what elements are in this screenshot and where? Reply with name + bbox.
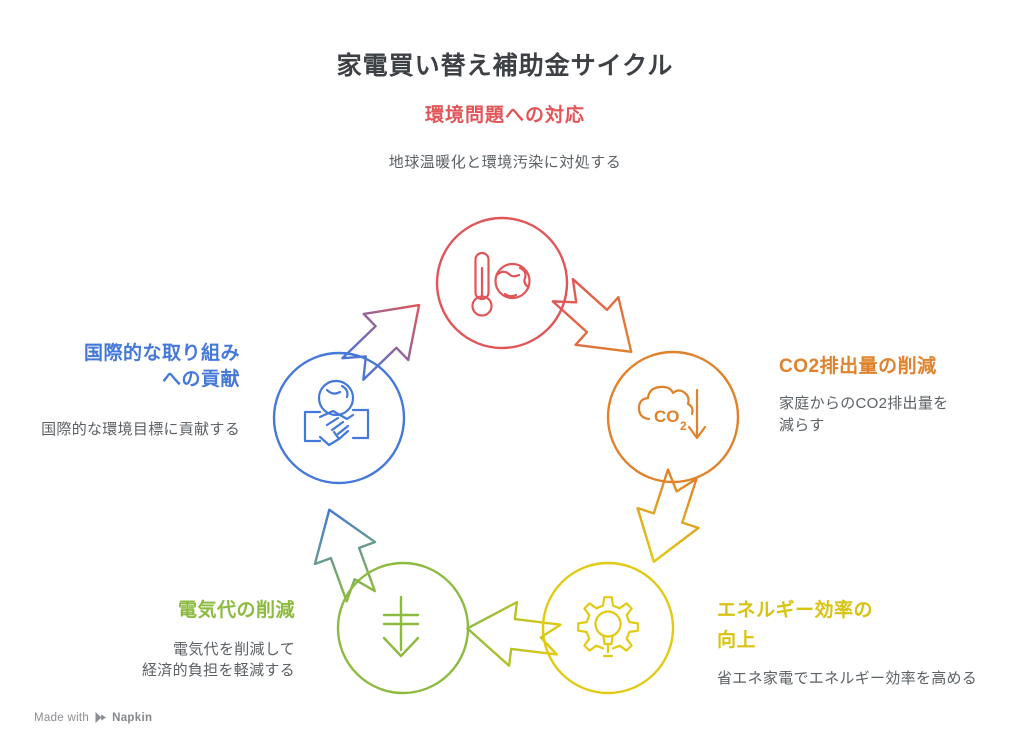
node-description-text: 電気代を削減して 経済的負担を軽減する xyxy=(141,641,295,679)
node-label-text: CO2排出量の削減 xyxy=(779,356,937,377)
arrow-co2-to-energy xyxy=(636,468,700,563)
node-circle-electricity-cost xyxy=(336,561,470,695)
node-description-text: 家庭からのCO2排出量を 減らす xyxy=(779,395,949,434)
co2-cloud-arrow-icon: CO 2 xyxy=(637,385,707,440)
made-with-label: Made with xyxy=(34,711,90,724)
node-label-text: 国際的な取り組み への貢献 xyxy=(83,343,240,390)
arrow-energy-to-cost xyxy=(466,601,562,667)
node-circle-energy-efficiency xyxy=(541,561,675,695)
node-label-text: 環境問題への対応 xyxy=(424,105,585,126)
co2-icon-label: CO xyxy=(654,407,680,426)
cost-down-arrow-icon xyxy=(382,595,420,658)
arrow-cost-to-international xyxy=(313,508,377,603)
node-circle-international xyxy=(272,351,406,485)
node-label-electricity-cost: 電気代の削減 電気代を削減して 経済的負担を軽減する xyxy=(65,598,295,681)
node-label-international: 国際的な取り組み への貢献 国際的な環境目標に貢献する xyxy=(0,341,240,441)
node-description-text: 国際的な環境目標に貢献する xyxy=(41,421,240,438)
node-label-co2-reduction: CO2排出量の削減 家庭からのCO2排出量を 減らす xyxy=(779,354,999,437)
napkin-watermark[interactable]: Made with Napkin xyxy=(34,711,152,724)
node-circle-co2-reduction xyxy=(606,350,740,484)
arrow-environment-to-co2 xyxy=(551,277,633,353)
handshake-globe-icon xyxy=(303,379,370,447)
napkin-logo-icon xyxy=(95,712,107,723)
co2-icon-subscript: 2 xyxy=(680,419,687,433)
node-label-environment-response: 環境問題への対応 地球温暖化と環境汚染に対処する xyxy=(0,100,1010,172)
node-label-energy-efficiency: エネルギー効率の 向上 省エネ家電でエネルギー効率を高める xyxy=(717,596,997,690)
arrow-international-to-environment xyxy=(341,303,421,381)
node-description-text: 省エネ家電でエネルギー効率を高める xyxy=(717,670,978,687)
node-label-text: 電気代の削減 xyxy=(177,600,295,621)
diagram-title: 家電買い替え補助金サイクル xyxy=(336,52,674,80)
brand-label: Napkin xyxy=(112,711,153,724)
node-label-text: エネルギー効率の 向上 xyxy=(717,600,874,651)
node-description-text: 地球温暖化と環境汚染に対処する xyxy=(388,154,622,171)
gear-lightbulb-icon xyxy=(577,596,639,658)
thermometer-globe-icon xyxy=(471,251,531,317)
node-circle-environment-response xyxy=(435,216,569,350)
